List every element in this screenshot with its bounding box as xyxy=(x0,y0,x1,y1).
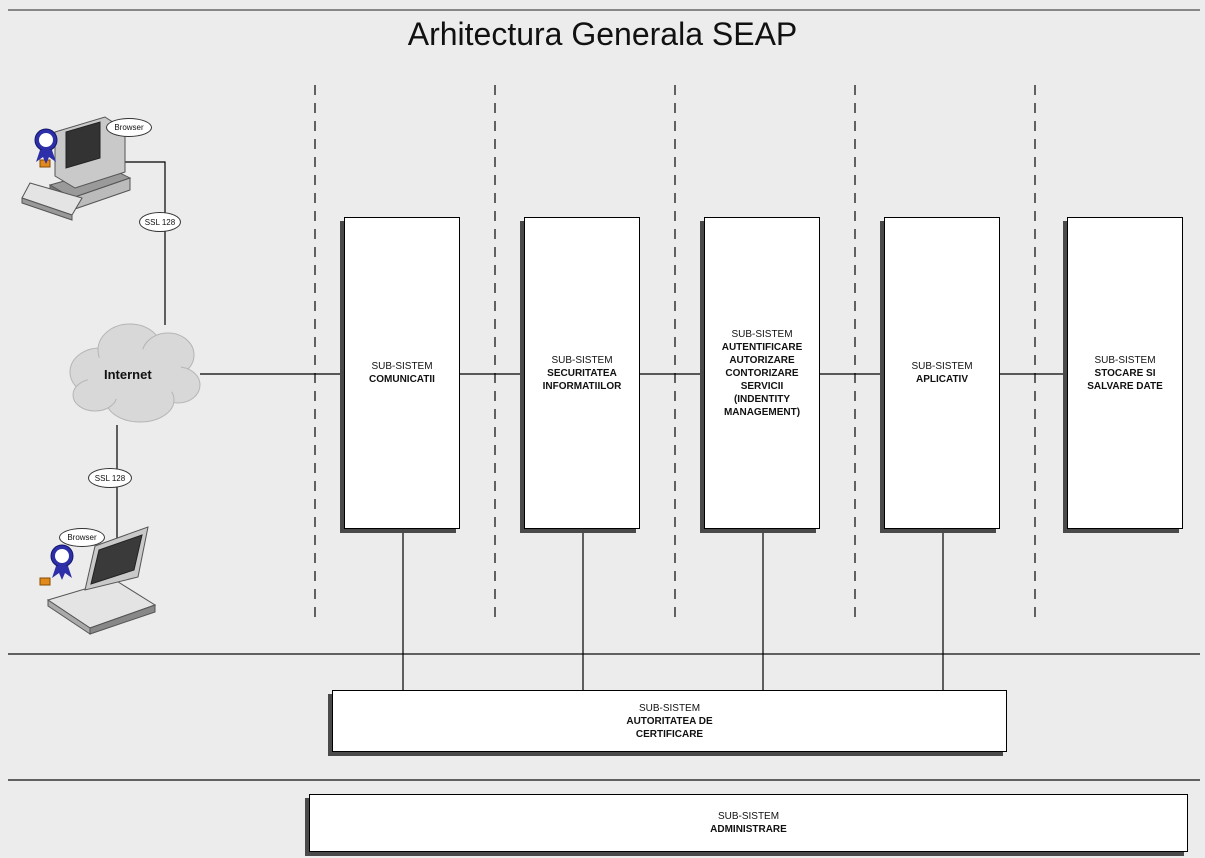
subsystem-identity-management: SUB-SISTEM AUTENTIFICARE AUTORIZARE CONT… xyxy=(704,217,820,529)
browser-badge-desktop: Browser xyxy=(106,118,152,137)
diagram-title: Arhitectura Generala SEAP xyxy=(407,16,798,52)
subsystem-storage-backup-label-1: SUB-SISTEM xyxy=(1094,354,1156,366)
browser-badge-laptop: Browser xyxy=(59,528,105,547)
subsystem-identity-management-label-1: SUB-SISTEM xyxy=(731,328,793,340)
subsystem-storage-backup-label-2: STOCARE SI SALVARE DATE xyxy=(1087,367,1163,392)
internet-label: Internet xyxy=(104,367,152,382)
subsystem-information-security-label-1: SUB-SISTEM xyxy=(551,354,613,366)
subsystem-communications-label-1: SUB-SISTEM xyxy=(371,361,433,372)
subsystem-identity-management-label-2: AUTENTIFICARE AUTORIZARE CONTORIZARE SER… xyxy=(721,341,803,418)
administration-label-1: SUB-SISTEM xyxy=(717,811,780,822)
administration-label-2: ADMINISTRARE xyxy=(710,824,787,835)
certification-label-2: AUTORITATEA DE CERTIFICARE xyxy=(626,715,713,740)
subsystem-storage-backup: SUB-SISTEM STOCARE SI SALVARE DATE xyxy=(1067,217,1183,529)
laptop-computer-icon xyxy=(39,526,157,635)
subsystem-information-security-label-2: SECURITATEA INFORMATIILOR xyxy=(542,367,622,392)
ssl-badge-top: SSL 128 xyxy=(139,212,181,232)
subsystem-administration: SUB-SISTEM ADMINISTRARE xyxy=(309,794,1188,852)
subsystem-application: SUB-SISTEM APLICATIV xyxy=(884,217,1000,529)
subsystem-application-label-1: SUB-SISTEM xyxy=(911,361,973,372)
internet-cloud-icon xyxy=(69,323,201,423)
subsystem-certification-authority: SUB-SISTEM AUTORITATEA DE CERTIFICARE xyxy=(332,690,1007,752)
desktop-link-line xyxy=(118,161,166,325)
ssl-badge-bottom: SSL 128 xyxy=(88,468,132,488)
subsystem-communications-label-2: COMUNICATII xyxy=(369,374,435,385)
dashed-separators xyxy=(314,85,1036,625)
certification-label-1: SUB-SISTEM xyxy=(638,702,701,714)
subsystem-application-label-2: APLICATIV xyxy=(915,374,969,385)
desktop-computer-icon xyxy=(21,116,132,221)
subsystem-information-security: SUB-SISTEM SECURITATEA INFORMATIILOR xyxy=(524,217,640,529)
subsystem-communications: SUB-SISTEM COMUNICATII xyxy=(344,217,460,529)
certification-connectors xyxy=(402,527,944,690)
